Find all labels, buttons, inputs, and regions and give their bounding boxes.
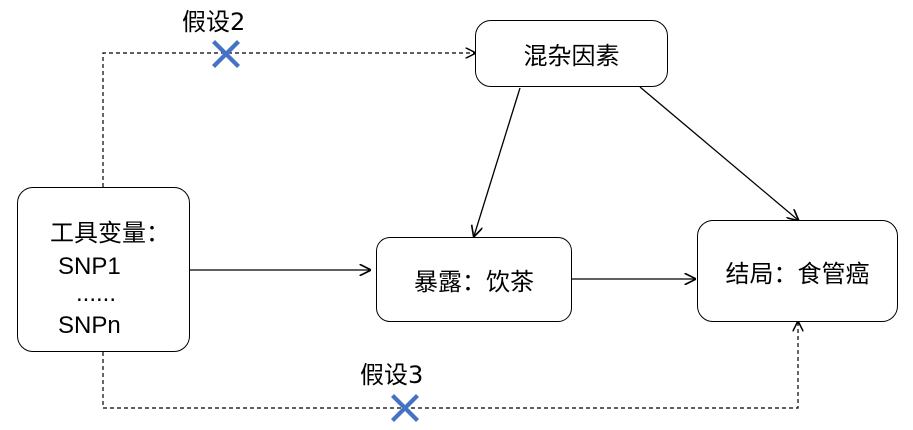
instrument-ellipsis: ...... <box>76 280 117 307</box>
assumption-3-label: 假设3 <box>360 361 424 389</box>
instrument-title: 工具变量： <box>50 219 170 247</box>
instrument-snpn: SNPn <box>58 312 121 339</box>
exposure-node: 暴露：饮茶 <box>376 237 572 322</box>
instrument-variable-node: 工具变量： SNP1 ...... SNPn <box>17 187 190 352</box>
outcome-label: 结局：食管癌 <box>725 259 870 288</box>
confounder-label: 混杂因素 <box>523 42 620 70</box>
confounder-node: 混杂因素 <box>475 20 668 87</box>
cross-icon-assumption-3 <box>391 394 419 422</box>
cross-icon-assumption-2 <box>212 40 240 68</box>
assumption-2-label: 假设2 <box>182 8 246 36</box>
arrow-confounder-to-outcome <box>639 86 798 220</box>
dashed-path-assumption-3 <box>102 322 798 409</box>
dashed-path-assumption-2 <box>102 53 475 187</box>
exposure-label: 暴露：饮茶 <box>414 268 534 296</box>
arrow-confounder-to-exposure <box>474 87 521 236</box>
outcome-node: 结局：食管癌 <box>697 220 898 322</box>
instrument-snp1: SNP1 <box>58 253 121 280</box>
